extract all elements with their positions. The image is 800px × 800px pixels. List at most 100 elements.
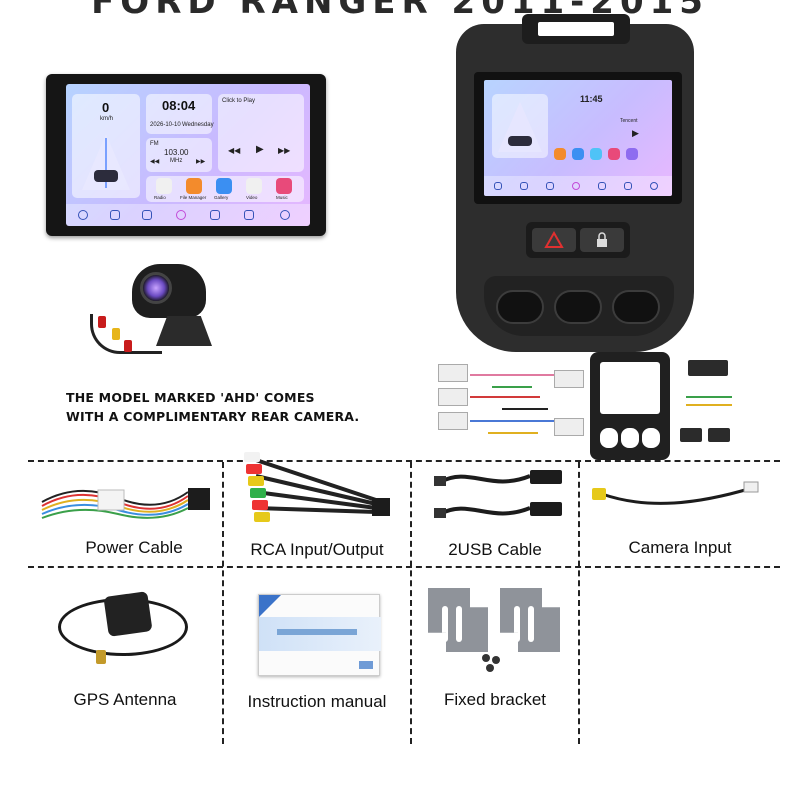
usb-cable-label: 2USB Cable: [448, 540, 542, 559]
settings-icon[interactable]: [650, 182, 658, 190]
dash-top-slot: [538, 22, 614, 36]
clock-card: 08:04 2026-10-10 Wednesday: [146, 94, 214, 134]
dash-app-icon-5[interactable]: [626, 148, 638, 160]
gallery-app-icon[interactable]: [216, 178, 232, 194]
car-icon[interactable]: [142, 210, 152, 220]
lock-icon: [597, 232, 607, 247]
app-label-gallery: Gallery: [214, 195, 229, 200]
dash-dock-bar: [484, 176, 672, 196]
media-prev-icon[interactable]: ◀◀: [228, 146, 241, 155]
ahd-note-line1: THE MODEL MARKED 'AHD' COMES: [66, 390, 315, 405]
clock-time: 08:04: [162, 98, 196, 113]
frame-vent-center: [621, 428, 639, 448]
divider-col-1: [222, 462, 224, 744]
hazard-panel: [526, 222, 630, 258]
wiring-label-1: [438, 364, 468, 382]
bracket-slot: [514, 606, 520, 642]
dash-media-label: Tencent: [620, 118, 638, 124]
manual-title-bar: [277, 629, 357, 635]
power-cable-image: [41, 488, 210, 519]
gps-antenna-block: [103, 591, 153, 637]
camera-red-plug-2: [124, 340, 132, 352]
app-label-radio: Radio: [154, 195, 166, 200]
frame-opening: [600, 362, 660, 414]
bluetooth-icon[interactable]: [110, 210, 120, 220]
media-next-icon[interactable]: ▶▶: [278, 146, 291, 155]
media-card[interactable]: Click to Play ◀◀ ▶ ▶▶: [218, 94, 304, 172]
bracket-slot: [442, 606, 448, 642]
wiring-label-3: [438, 412, 468, 430]
usb-cable-image: [434, 470, 562, 518]
camera-input-label: Camera Input: [628, 538, 732, 557]
speed-unit: km/h: [100, 116, 114, 122]
equalizer-icon[interactable]: [244, 210, 254, 220]
bracket-right: [500, 588, 560, 652]
home-icon[interactable]: [176, 210, 186, 220]
manual-corner-accent: [259, 595, 281, 617]
radio-band: FM: [150, 141, 159, 147]
navigation-icon[interactable]: [78, 210, 88, 220]
radio-unit: MHz: [170, 158, 183, 164]
car-icon[interactable]: [546, 182, 554, 190]
video-icon[interactable]: [210, 210, 220, 220]
file-manager-app-icon[interactable]: [186, 178, 202, 194]
dash-app-icon-3[interactable]: [590, 148, 602, 160]
hazard-switch-part: [680, 428, 702, 442]
bracket-left: [428, 588, 488, 652]
power-cable-label: Power Cable: [85, 538, 183, 557]
wire-red: [470, 396, 540, 398]
prev-icon[interactable]: ◀◀: [150, 159, 160, 165]
speed-value: 0: [102, 100, 110, 115]
app-label-video: Video: [246, 195, 258, 200]
radio-card[interactable]: FM 103.00 MHz ◀◀ ▶▶: [146, 138, 212, 172]
wiring-label-2: [438, 388, 468, 406]
instruction-manual-image: [258, 594, 381, 676]
radio-frequency: 103.00: [164, 148, 189, 157]
video-icon[interactable]: [598, 182, 606, 190]
ahd-note: THE MODEL MARKED 'AHD' COMES WITH A COMP…: [66, 388, 366, 426]
hazard-button[interactable]: [532, 228, 576, 252]
equalizer-icon[interactable]: [624, 182, 632, 190]
music-app-icon[interactable]: [276, 178, 292, 194]
media-prompt: Click to Play: [222, 98, 256, 104]
gps-antenna-label: GPS Antenna: [73, 690, 177, 709]
screw: [492, 656, 500, 664]
next-icon[interactable]: ▶▶: [196, 159, 206, 165]
road-graphic: [82, 134, 130, 190]
dash-play-icon[interactable]: ▶: [632, 128, 639, 138]
wire-pink: [470, 374, 554, 376]
wire-blue: [470, 420, 554, 422]
camera-lens-icon: [140, 272, 172, 304]
dash-app-icon-1[interactable]: [554, 148, 566, 160]
manual-logo-icon: [359, 661, 373, 669]
clock-weekday: Wednesday: [182, 122, 214, 128]
clock-date: 2026-10-10: [150, 122, 181, 128]
bracket-slot: [528, 606, 534, 642]
radio-app-icon[interactable]: [156, 178, 172, 194]
dash-clock: 11:45: [580, 94, 603, 104]
app-label-music: Music: [276, 195, 288, 200]
dock-bar: [66, 204, 310, 226]
screw: [482, 654, 490, 662]
head-unit-screen: 0 km/h 08:04 2026-10-10 Wednesday FM 103…: [66, 84, 310, 226]
dash-app-icon-2[interactable]: [572, 148, 584, 160]
bluetooth-icon[interactable]: [520, 182, 528, 190]
gps-antenna-image: [58, 588, 188, 668]
navigation-icon[interactable]: [494, 182, 502, 190]
dash-app-icon-4[interactable]: [608, 148, 620, 160]
media-play-icon[interactable]: ▶: [256, 144, 264, 155]
fixed-bracket-label: Fixed bracket: [443, 690, 547, 709]
lock-button[interactable]: [580, 228, 624, 252]
manual-label: Instruction manual: [247, 692, 387, 711]
hazard-icon: [544, 230, 564, 248]
adapter-wire-green: [686, 396, 732, 398]
home-icon[interactable]: [572, 182, 580, 190]
camera-wire: [90, 314, 162, 354]
settings-icon[interactable]: [280, 210, 290, 220]
divider-col-3: [578, 462, 580, 744]
road-graphic: [492, 94, 548, 158]
bracket-slot: [456, 606, 462, 642]
video-app-icon[interactable]: [246, 178, 262, 194]
adapter-wire-yellow: [686, 404, 732, 406]
wire-green: [492, 386, 532, 388]
